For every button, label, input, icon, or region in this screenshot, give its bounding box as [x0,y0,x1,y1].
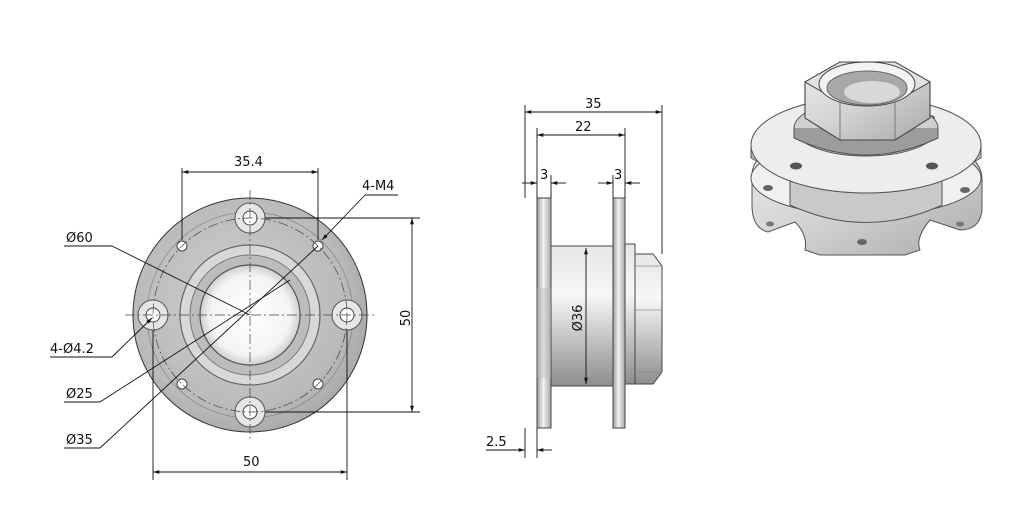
front-view: 35.4 4-M4 Ø60 4-Ø4.2 Ø25 Ø35 50 50 [50,155,420,480]
dim-35-4: 35.4 [234,155,263,170]
dim-3-right: 3 [614,168,622,183]
dim-4-m4: 4-M4 [362,179,394,194]
body-cylinder [550,245,614,387]
dim-3-left: 3 [540,168,548,183]
dim-22: 22 [575,120,592,135]
right-flange [612,197,626,429]
dim-dia-35: Ø35 [66,433,93,448]
hex-nut [634,253,663,385]
dim-dia-25: Ø25 [66,387,93,402]
dim-2-5: 2.5 [486,435,507,450]
dim-35: 35 [585,97,602,112]
dim-50-horizontal: 50 [243,455,260,470]
dim-4-dia-4-2: 4-Ø4.2 [50,342,94,357]
dim-dia-60: Ø60 [66,231,93,246]
side-view: Ø36 35 22 3 3 2.5 [486,97,663,458]
dim-dia-36: Ø36 [571,305,586,332]
isometric-view [750,61,983,256]
dim-50-vertical: 50 [399,310,414,327]
